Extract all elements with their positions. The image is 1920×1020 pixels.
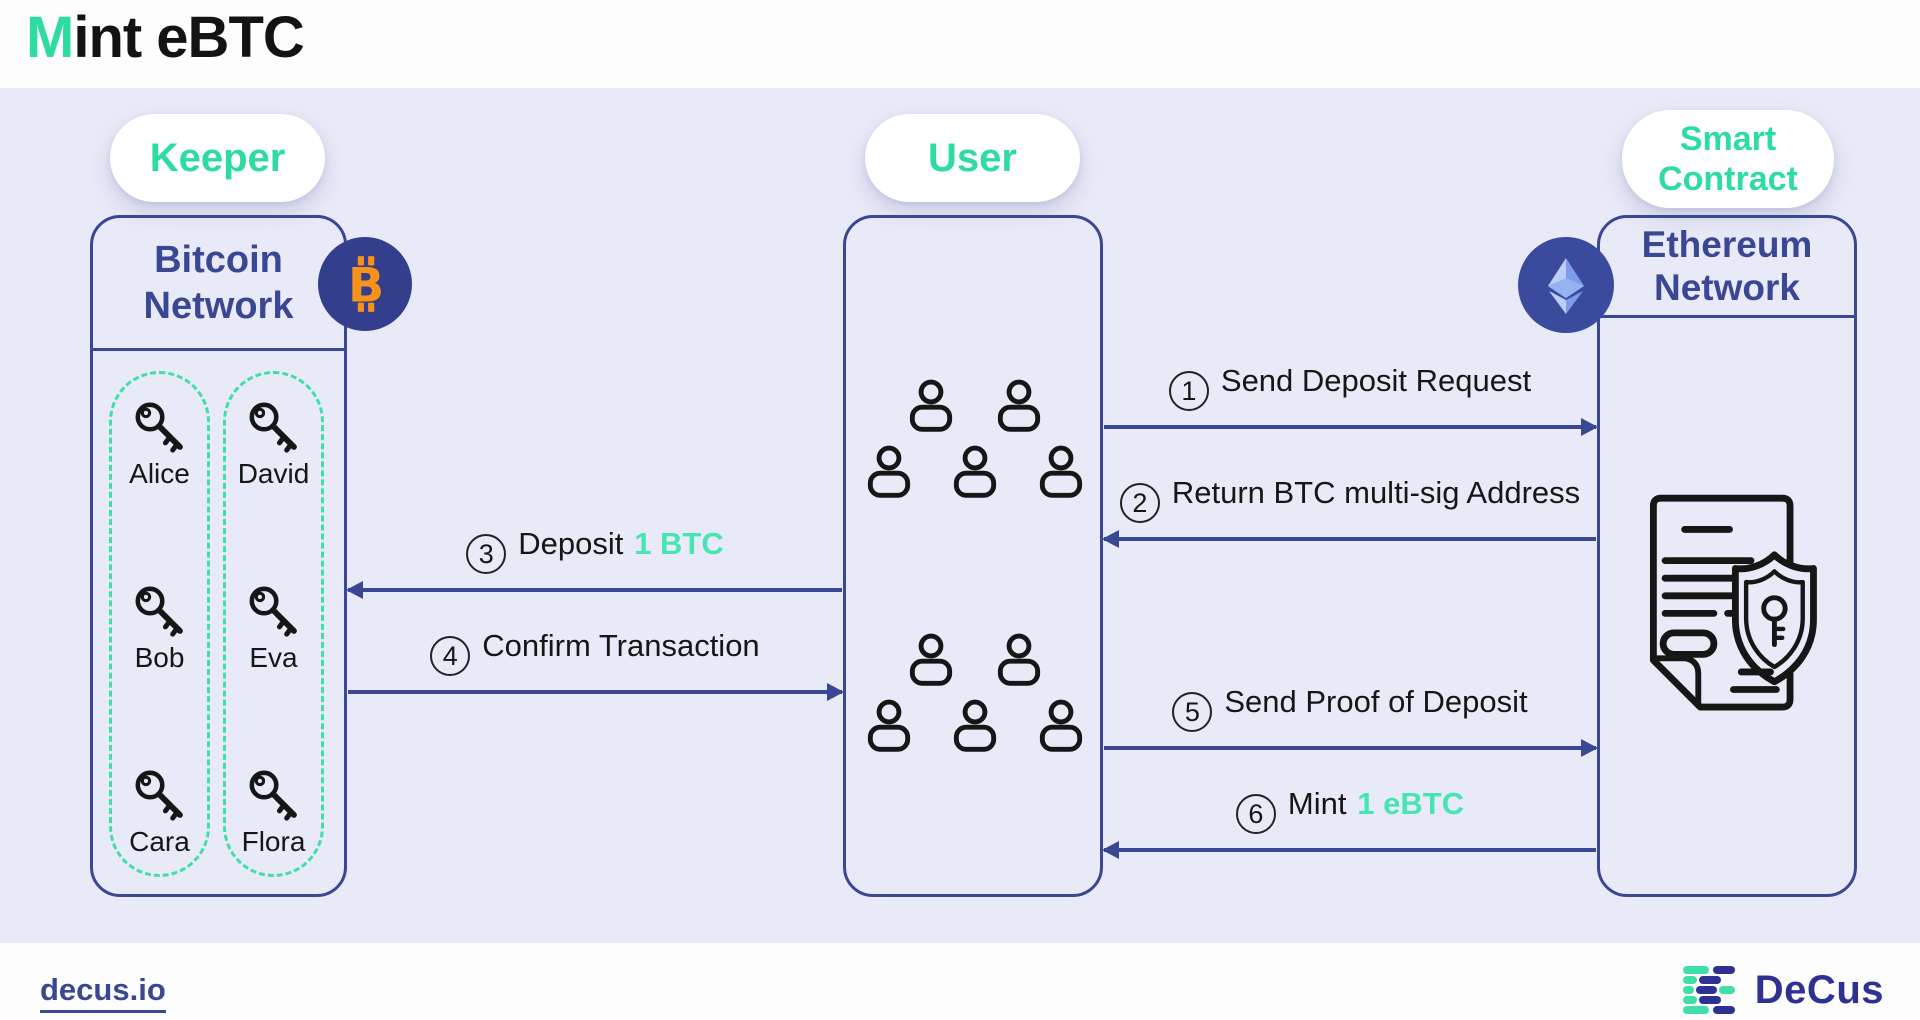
step-number: 5 [1172,692,1213,732]
keeper-eva: Eva [226,582,321,674]
person-icon [953,699,997,752]
person-icon [867,699,911,752]
key-icon [135,770,183,821]
arrow-line [1104,418,1598,435]
person-icon [1039,699,1083,752]
bitcoin-icon: B [318,237,412,331]
svg-text:B: B [348,259,384,314]
keeper-name: Alice [129,458,190,489]
keeper-alice: Alice [112,398,207,490]
arrow-line [1102,841,1596,858]
arrow-line [348,683,844,700]
bitcoin-network-box: Bitcoin Network Alice Bob [90,215,347,897]
decus-brand-text: DeCus [1754,967,1884,1012]
bitcoin-network-title: Bitcoin Network [93,218,344,351]
person-icon [953,445,997,498]
ethereum-network-box: Ethereum Network [1597,215,1857,897]
person-icon [997,379,1041,432]
keeper-name: Flora [241,826,306,857]
keeper-group-left: Alice Bob Cara [109,371,210,877]
person-icon [909,379,953,432]
key-icon [135,586,183,637]
step-number: 2 [1119,483,1160,523]
user-group-2 [860,630,1090,756]
page-title: Mint eBTC [26,4,305,71]
decus-brand: DeCus [1681,962,1884,1018]
step-number: 1 [1168,371,1209,411]
keeper-group-right: David Eva Flora [223,371,324,877]
key-icon [135,402,183,453]
arrow-line [346,581,842,598]
keeper-flora: Flora [226,766,321,858]
decus-io-link[interactable]: decus.io [40,972,166,1013]
decus-logo-icon [1682,966,1735,1014]
contract-shield-key-icon [1628,490,1833,725]
arrow-line [1104,739,1598,756]
person-icon [997,633,1041,686]
smart-contract-badge-label: Smart Contract [1658,119,1798,198]
person-icon [909,633,953,686]
arrow-line [1102,530,1596,547]
keeper-cara: Cara [112,766,207,858]
user-group-1 [860,376,1090,502]
step-number: 4 [430,636,471,676]
keeper-name: David [237,458,310,489]
person-icon [867,445,911,498]
ethereum-network-title: Ethereum Network [1600,218,1854,318]
smart-contract-badge: Smart Contract [1622,110,1834,208]
page-title-accent: M [26,5,74,70]
keeper-david: David [226,398,321,490]
keeper-name: Cara [129,826,190,857]
page-title-rest: int eBTC [73,5,304,70]
person-icon [1039,445,1083,498]
key-icon [249,586,297,637]
step-number: 6 [1235,794,1276,834]
keeper-name: Bob [134,642,185,673]
keeper-bob: Bob [112,582,207,674]
user-box [843,215,1103,897]
keeper-badge: Keeper [110,114,325,202]
key-icon [249,402,297,453]
keeper-name: Eva [249,642,298,673]
user-badge: User [865,114,1080,202]
key-icon [249,770,297,821]
ethereum-icon [1518,237,1614,333]
step-number: 3 [466,534,507,574]
